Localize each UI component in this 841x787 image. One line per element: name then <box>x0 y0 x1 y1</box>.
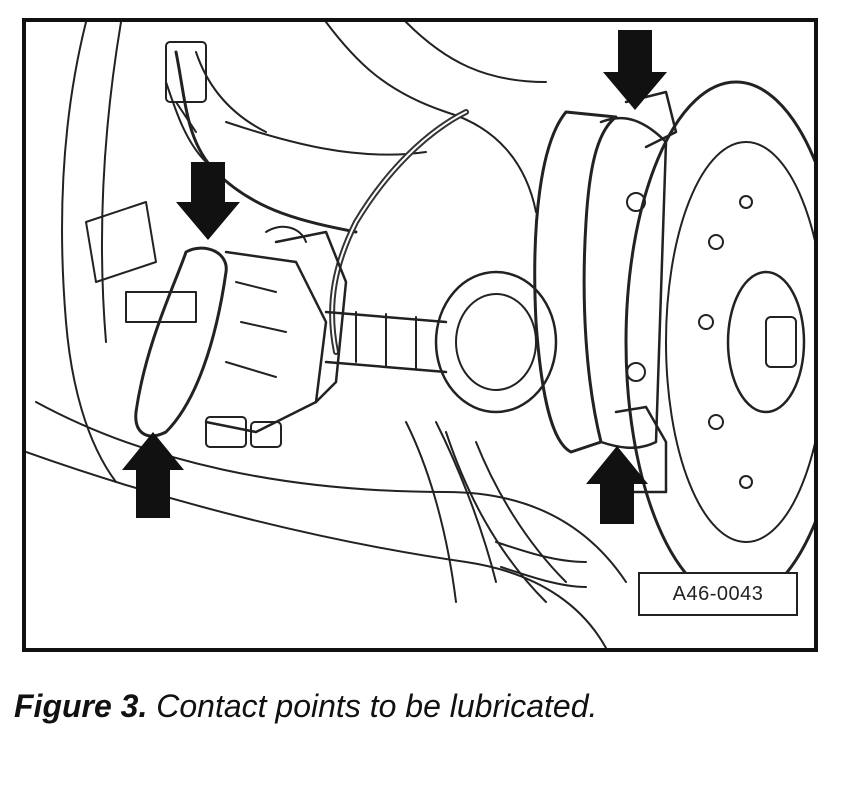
figure-caption: Figure 3. Contact points to be lubricate… <box>14 688 597 725</box>
figure-frame: A46-0043 <box>22 18 818 652</box>
left-top-arrow-icon <box>176 162 240 240</box>
figure-caption-text: Contact points to be lubricated. <box>147 688 598 724</box>
right-bottom-arrow-icon <box>586 446 648 524</box>
right-top-arrow-icon <box>603 30 667 110</box>
brake-caliper-illustration-icon <box>26 22 814 648</box>
left-bottom-arrow-icon <box>122 432 184 518</box>
figure-reference-code: A46-0043 <box>638 572 798 616</box>
figure-caption-label: Figure 3. <box>14 688 148 724</box>
